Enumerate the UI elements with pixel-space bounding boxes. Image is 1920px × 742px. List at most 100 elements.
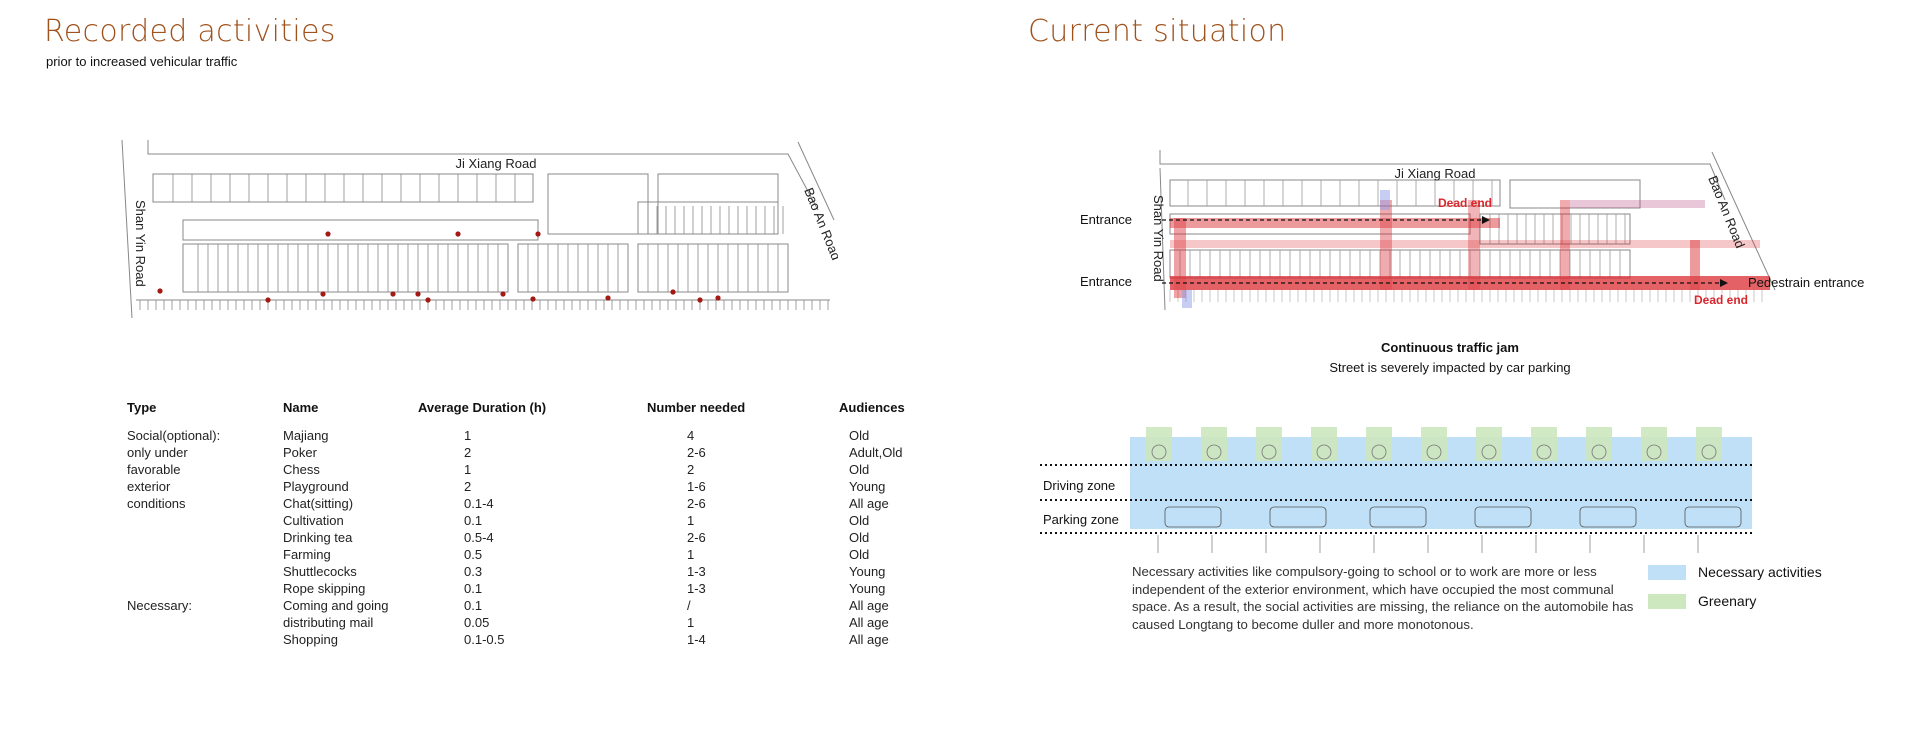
- tree-canopy: [1371, 444, 1387, 460]
- legend-item-necessary: Necessary activities: [1648, 564, 1822, 580]
- table-cell-dur: 0.05: [464, 615, 490, 630]
- table-cell-type: [127, 547, 283, 564]
- tree-canopy: [1316, 444, 1332, 460]
- parked-car: [1684, 506, 1742, 528]
- table-cell-aud: All age: [849, 496, 889, 511]
- left-site-plan: Ji Xiang Road Shan Yin Road Bao An Road: [121, 139, 838, 319]
- col-header-duration: Average Duration (h): [418, 400, 547, 415]
- table-cell-num: 1: [687, 547, 695, 562]
- parking-zone-label: Parking zone: [1043, 512, 1119, 527]
- right-road-label-shan-yin: Shan Yin Road: [1151, 195, 1166, 282]
- table-cell-dur: 1: [464, 462, 472, 477]
- table-cell-num: 2: [687, 462, 695, 477]
- table-cell-name: Rope skipping: [283, 581, 366, 596]
- table-cell-aud: All age: [849, 598, 889, 613]
- tree-canopy: [1591, 444, 1607, 460]
- table-cell-aud: Old: [849, 547, 870, 562]
- table-cell-name: Chess: [283, 462, 320, 477]
- map-road-label-ji-xiang: Ji Xiang Road: [456, 156, 537, 171]
- table-cell-dur: 0.1: [464, 513, 483, 528]
- tree-canopy: [1426, 444, 1442, 460]
- table-cell-name: Cultivation: [283, 513, 344, 528]
- table-cell-num: 2-6: [687, 530, 706, 545]
- right-site-plan: Entrance Entrance Dead end Dead end Pede…: [1080, 150, 1864, 311]
- table-cell-type: only under: [127, 445, 188, 460]
- greenery-tree: [1146, 427, 1172, 461]
- table-cell-name: Majiang: [283, 428, 329, 443]
- table-cell-num: 1: [687, 615, 695, 630]
- legend-swatch-necessary: [1648, 564, 1686, 580]
- table-cell-dur: 2: [464, 479, 472, 494]
- table-cell-aud: All age: [849, 632, 889, 647]
- pedestrian-entrance-label: Pedestrain entrance: [1748, 275, 1864, 290]
- table-cell-num: 2-6: [687, 445, 706, 460]
- activity-dot: [530, 296, 536, 302]
- map-road-label-shan-yin: Shan Yin Road: [133, 200, 148, 287]
- table-cell-aud: Old: [849, 513, 870, 528]
- table-cell-dur: 0.1-4: [464, 496, 494, 511]
- activity-dot: [415, 291, 421, 297]
- right-road-label-ji-xiang: Ji Xiang Road: [1395, 166, 1476, 181]
- table-cell-type: favorable: [127, 462, 181, 477]
- table-cell-num: 1-3: [687, 564, 706, 579]
- street-section: Driving zone Parking zone: [1040, 427, 1752, 553]
- dead-end-label-1: Dead end: [1438, 196, 1492, 210]
- table-cell-num: 2-6: [687, 496, 706, 511]
- table-cell-name: Coming and going: [283, 598, 389, 613]
- table-cell-type: Necessary:: [127, 598, 193, 613]
- right-title: Current situation: [1028, 14, 1287, 49]
- traffic-caption-sub: Street is severely impacted by car parki…: [1329, 360, 1571, 375]
- table-cell-name: Poker: [283, 445, 317, 460]
- table-cell-aud: Young: [849, 479, 886, 494]
- col-header-number: Number needed: [647, 400, 746, 415]
- legend-swatch-greenary: [1648, 593, 1686, 609]
- tree-canopy: [1481, 444, 1497, 460]
- table-cell-dur: 0.5: [464, 547, 483, 562]
- activity-dot: [320, 291, 326, 297]
- tree-canopy: [1261, 444, 1277, 460]
- activity-dot: [670, 289, 676, 295]
- table-cell-type: [127, 615, 283, 632]
- table-cell-aud: Old: [849, 428, 870, 443]
- tree-canopy: [1151, 444, 1167, 460]
- table-cell-type: conditions: [127, 496, 186, 511]
- table-cell-aud: All age: [849, 615, 889, 630]
- table-row: Rope skipping 0.1 1-3 Young: [127, 581, 939, 598]
- greenery-tree: [1696, 427, 1722, 461]
- table-cell-dur: 2: [464, 445, 472, 460]
- table-cell-name: Shopping: [283, 632, 338, 647]
- table-cell-type: [127, 564, 283, 581]
- legend-label-greenary: Greenary: [1698, 593, 1757, 609]
- table-cell-dur: 0.3: [464, 564, 483, 579]
- activity-dot: [425, 297, 431, 303]
- table-cell-dur: 0.1: [464, 581, 483, 596]
- greenery-tree: [1421, 427, 1447, 461]
- table-cell-type: exterior: [127, 479, 171, 494]
- table-cell-aud: Old: [849, 530, 870, 545]
- dead-end-label-2: Dead end: [1694, 293, 1748, 307]
- table-cell-type: [127, 530, 283, 547]
- tree-canopy: [1646, 444, 1662, 460]
- activity-dot: [715, 295, 721, 301]
- table-cell-type: [127, 581, 283, 598]
- greenery-tree: [1256, 427, 1282, 461]
- col-header-audiences: Audiences: [839, 400, 905, 415]
- table-cell-aud: Young: [849, 581, 886, 596]
- table-cell-dur: 0.1-0.5: [464, 632, 505, 647]
- traffic-caption-title: Continuous traffic jam: [1381, 340, 1519, 355]
- activity-dot: [605, 295, 611, 301]
- table-cell-num: 1-3: [687, 581, 706, 596]
- greenery-tree: [1476, 427, 1502, 461]
- activity-dot: [500, 291, 506, 297]
- activity-dot: [535, 231, 541, 237]
- table-cell-type: [127, 632, 283, 649]
- table-cell-name: Farming: [283, 547, 331, 562]
- activity-dot: [697, 297, 703, 303]
- table-cell-type: Social(optional):: [127, 428, 221, 443]
